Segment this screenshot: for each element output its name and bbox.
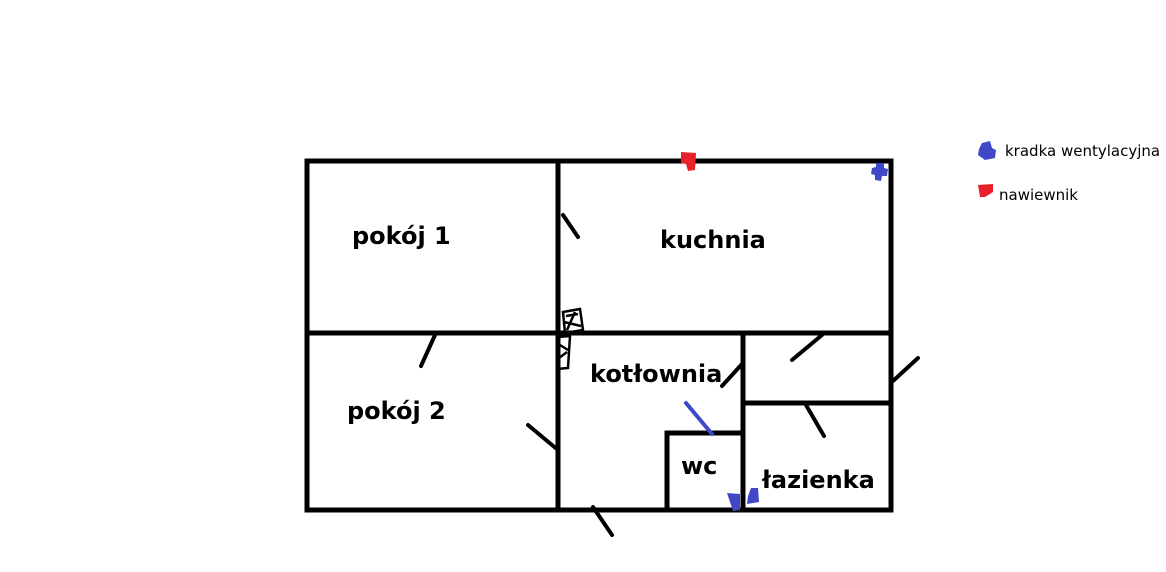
chimney-scribble	[555, 307, 585, 371]
door	[591, 505, 614, 537]
exhaust-marker	[747, 488, 759, 504]
room-label-pokoj2: pokój 2	[347, 397, 446, 425]
room-label-kuchnia: kuchnia	[660, 226, 766, 254]
door	[720, 361, 745, 388]
walls	[304, 158, 894, 513]
inlet-marker	[681, 152, 696, 171]
room-labels: pokój 1 kuchnia pokój 2 kotłownia wc łaz…	[347, 222, 875, 494]
room-label-kotlownia: kotłownia	[590, 360, 722, 388]
room-label-pokoj1: pokój 1	[352, 222, 451, 250]
door	[561, 213, 580, 239]
door	[790, 333, 824, 362]
legend-exhaust-label: kradka wentylacyjna	[1005, 142, 1160, 160]
exhaust-marker	[727, 493, 740, 511]
exhaust-marker	[871, 163, 888, 181]
room-label-lazienka: łazienka	[761, 466, 875, 494]
room-label-wc: wc	[681, 452, 717, 480]
door	[526, 423, 560, 452]
legend-exhaust-icon	[978, 141, 996, 160]
door	[419, 333, 437, 368]
legend-inlet-icon	[978, 184, 993, 197]
door	[891, 356, 920, 383]
legend-inlet-label: nawiewnik	[999, 186, 1078, 204]
markers	[681, 141, 996, 511]
legend: kradka wentylacyjna nawiewnik	[999, 142, 1160, 204]
door	[804, 403, 826, 438]
wc-door-vent	[684, 401, 714, 436]
doors	[419, 213, 920, 537]
